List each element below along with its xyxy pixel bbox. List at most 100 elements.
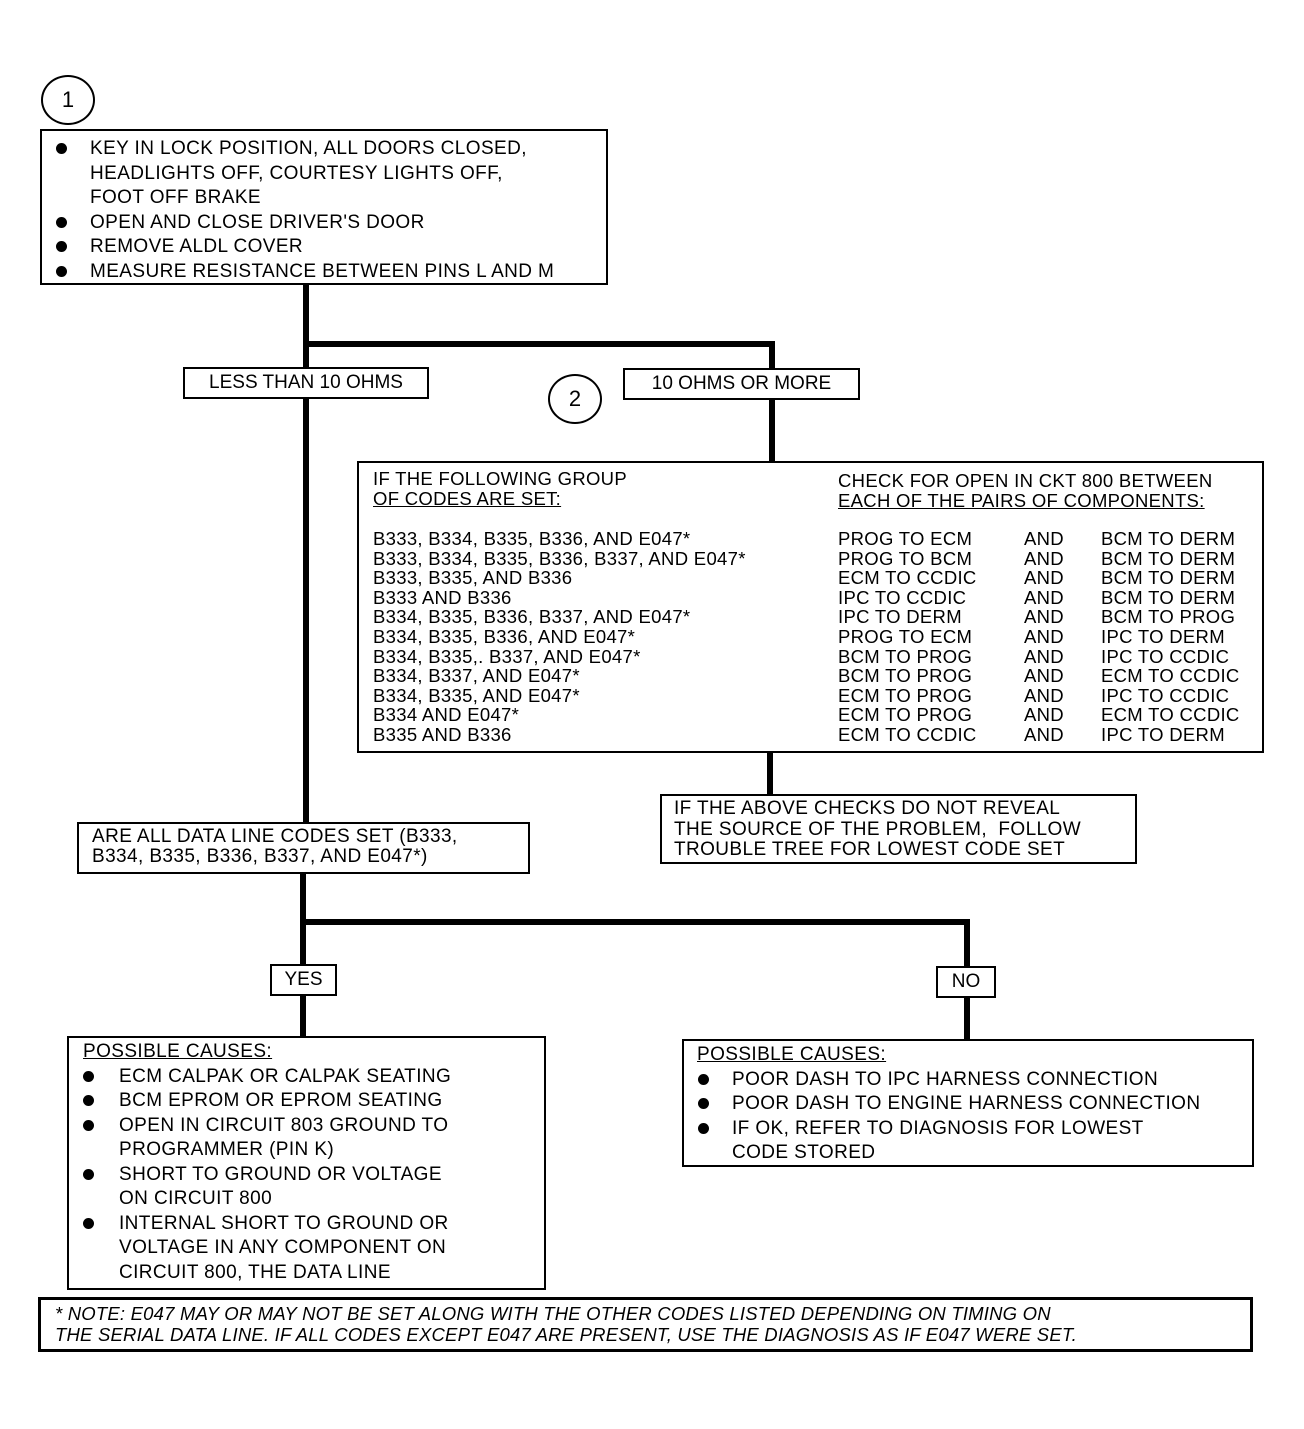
step-2-number: 2	[568, 386, 582, 411]
branch-less-than-10-ohms-label: LESS THAN 10 OHMS	[183, 367, 429, 399]
step-1-item: KEY IN LOCK POSITION, ALL DOORS CLOSED, …	[42, 137, 606, 211]
step-1-number: 1	[61, 87, 75, 112]
connector-step1-down	[303, 285, 309, 825]
connector-yes-to-causes	[300, 994, 306, 1038]
codes-cell: B334, B335, B336, B337, AND E047*	[373, 606, 691, 628]
followup-box: IF THE ABOVE CHECKS DO NOT REVEAL THE SO…	[660, 794, 1137, 864]
branch-more-label-text: 10 OHMS OR MORE	[651, 373, 832, 394]
yes-causes-box: POSSIBLE CAUSES: ECM CALPAK OR CALPAK SE…	[67, 1036, 546, 1290]
no-causes-title: POSSIBLE CAUSES:	[697, 1044, 887, 1065]
yes-cause-item: BCM EPROM OR EPROM SEATING	[69, 1089, 544, 1114]
conj-cell: AND	[1024, 567, 1064, 589]
pair1-cell: BCM TO PROG	[838, 665, 973, 687]
pair1-cell: ECM TO CCDIC	[838, 567, 977, 589]
yes-cause-item: OPEN IN CIRCUIT 803 GROUND TO PROGRAMMER…	[69, 1114, 544, 1163]
codes-cell: B334, B337, AND E047*	[373, 665, 580, 687]
conj-cell: AND	[1024, 684, 1064, 706]
pair2-cell: ECM TO CCDIC	[1101, 665, 1240, 687]
pair2-cell: IPC TO CCDIC	[1101, 645, 1230, 667]
pair1-cell: ECM TO PROG	[838, 704, 973, 726]
no-cause-item: POOR DASH TO ENGINE HARNESS CONNECTION	[684, 1092, 1252, 1117]
no-label: NO	[936, 966, 996, 998]
codes-cell: B333, B335, AND B336	[373, 567, 573, 589]
step-1-marker: 1	[41, 75, 95, 125]
pair1-cell: PROG TO ECM	[838, 528, 973, 549]
pair1-cell: ECM TO PROG	[838, 684, 973, 706]
conj-cell: AND	[1024, 723, 1064, 745]
connector-no-down	[964, 919, 970, 967]
pair2-cell: ECM TO CCDIC	[1101, 704, 1240, 726]
no-label-text: NO	[951, 971, 981, 992]
codes-cell: B334, B335,. B337, AND E047*	[373, 645, 641, 667]
codes-table-row: B333, B335, AND B336 ECM TO CCDIC AND BCM T…	[373, 568, 1258, 588]
codes-table-row: B334, B337, AND E047* BCM TO PROG AND ECM T…	[373, 666, 1258, 686]
connector-table-to-followup	[767, 752, 773, 796]
step-1-item: REMOVE ALDL COVER	[42, 235, 606, 260]
codes-cell: B335 AND B336	[373, 723, 512, 745]
yes-cause-item: SHORT TO GROUND OR VOLTAGE ON CIRCUIT 80…	[69, 1163, 544, 1212]
codes-table-row: B334 AND E047* ECM TO PROG AND ECM TO CCDIC	[373, 705, 1258, 725]
conj-cell: AND	[1024, 528, 1064, 549]
question-text: ARE ALL DATA LINE CODES SET (B333, B334,…	[92, 826, 458, 867]
codes-table-row: B334, B335, B336, B337, AND E047* IPC TO …	[373, 607, 1258, 627]
footnote-box: * NOTE: E047 MAY OR MAY NOT BE SET ALONG…	[38, 1297, 1253, 1352]
connector-no-to-causes	[964, 996, 970, 1040]
step-1-item: MEASURE RESISTANCE BETWEEN PINS L AND M	[42, 260, 606, 285]
followup-text: IF THE ABOVE CHECKS DO NOT REVEAL THE SO…	[674, 798, 1082, 860]
conj-cell: AND	[1024, 606, 1064, 628]
pair2-cell: IPC TO DERM	[1101, 723, 1225, 745]
codes-header-left-line: IF THE FOLLOWING GROUP	[373, 468, 627, 489]
pair2-cell: IPC TO CCDIC	[1101, 684, 1230, 706]
pair2-cell: IPC TO DERM	[1101, 625, 1225, 647]
codes-table-header-left: IF THE FOLLOWING GROUP OF CODES ARE SET:	[373, 469, 627, 508]
codes-cell: B334 AND E047*	[373, 704, 520, 726]
codes-header-left-line: OF CODES ARE SET:	[373, 487, 562, 509]
footnote-text: * NOTE: E047 MAY OR MAY NOT BE SET ALONG…	[55, 1303, 1078, 1345]
connector-right-down	[769, 341, 775, 465]
no-cause-item: POOR DASH TO IPC HARNESS CONNECTION	[684, 1068, 1252, 1093]
conj-cell: AND	[1024, 625, 1064, 647]
yes-cause-item: ECM CALPAK OR CALPAK SEATING	[69, 1065, 544, 1090]
codes-cell: B333 AND B336	[373, 586, 512, 608]
codes-table-row: B334, B335, B336, AND E047* PROG TO ECM AN…	[373, 627, 1258, 647]
pair2-cell: BCM TO DERM	[1101, 586, 1236, 608]
codes-cell: B334, B335, AND E047*	[373, 684, 580, 706]
codes-cell: B334, B335, B336, AND E047*	[373, 625, 636, 647]
no-cause-item: IF OK, REFER TO DIAGNOSIS FOR LOWEST COD…	[684, 1117, 1252, 1166]
codes-table-box: IF THE FOLLOWING GROUP OF CODES ARE SET:…	[357, 461, 1264, 753]
pair2-cell: BCM TO PROG	[1101, 606, 1236, 628]
pair2-cell: BCM TO DERM	[1101, 567, 1236, 589]
pair1-cell: ECM TO CCDIC	[838, 723, 977, 745]
codes-cell: B333, B334, B335, B336, B337, AND E047*	[373, 547, 746, 569]
codes-table-rows: B333, B334, B335, B336, AND E047* PROG TO…	[373, 529, 1258, 745]
pair1-cell: IPC TO DERM	[838, 606, 962, 628]
pair2-cell: BCM TO DERM	[1101, 547, 1236, 569]
question-box: ARE ALL DATA LINE CODES SET (B333, B334,…	[77, 822, 530, 874]
pair1-cell: PROG TO BCM	[838, 547, 973, 569]
codes-table-row: B333, B334, B335, B336, AND E047* PROG TO…	[373, 529, 1258, 549]
codes-table-header-right: CHECK FOR OPEN IN CKT 800 BETWEEN EACH O…	[838, 471, 1213, 510]
codes-cell: B333, B334, B335, B336, AND E047*	[373, 528, 691, 549]
connector-yes-no-horizontal	[300, 919, 970, 925]
conj-cell: AND	[1024, 547, 1064, 569]
codes-table-row: B334, B335,. B337, AND E047* BCM TO PROG A…	[373, 645, 1258, 667]
pair1-cell: IPC TO CCDIC	[838, 586, 967, 608]
codes-table-row: B335 AND B336 ECM TO CCDIC AND IPC TO DERM	[373, 725, 1258, 745]
yes-label-text: YES	[284, 969, 323, 990]
codes-header-right-line: EACH OF THE PAIRS OF COMPONENTS:	[838, 489, 1205, 511]
conj-cell: AND	[1024, 586, 1064, 608]
conj-cell: AND	[1024, 645, 1064, 667]
conj-cell: AND	[1024, 704, 1064, 726]
step-2-marker: 2	[548, 374, 602, 424]
step-1-item: OPEN AND CLOSE DRIVER'S DOOR	[42, 211, 606, 236]
conj-cell: AND	[1024, 665, 1064, 687]
codes-table-row: B333, B334, B335, B336, B337, AND E047* P…	[373, 547, 1258, 569]
yes-causes-title: POSSIBLE CAUSES:	[83, 1041, 273, 1062]
pair1-cell: BCM TO PROG	[838, 645, 973, 667]
codes-header-right-line: CHECK FOR OPEN IN CKT 800 BETWEEN	[838, 470, 1213, 491]
no-causes-box: POSSIBLE CAUSES: POOR DASH TO IPC HARNES…	[682, 1039, 1254, 1167]
pair1-cell: PROG TO ECM	[838, 625, 973, 647]
connector-split-horizontal	[303, 341, 775, 347]
step-1-box: KEY IN LOCK POSITION, ALL DOORS CLOSED, …	[40, 129, 608, 285]
branch-less-label-text: LESS THAN 10 OHMS	[209, 372, 403, 393]
